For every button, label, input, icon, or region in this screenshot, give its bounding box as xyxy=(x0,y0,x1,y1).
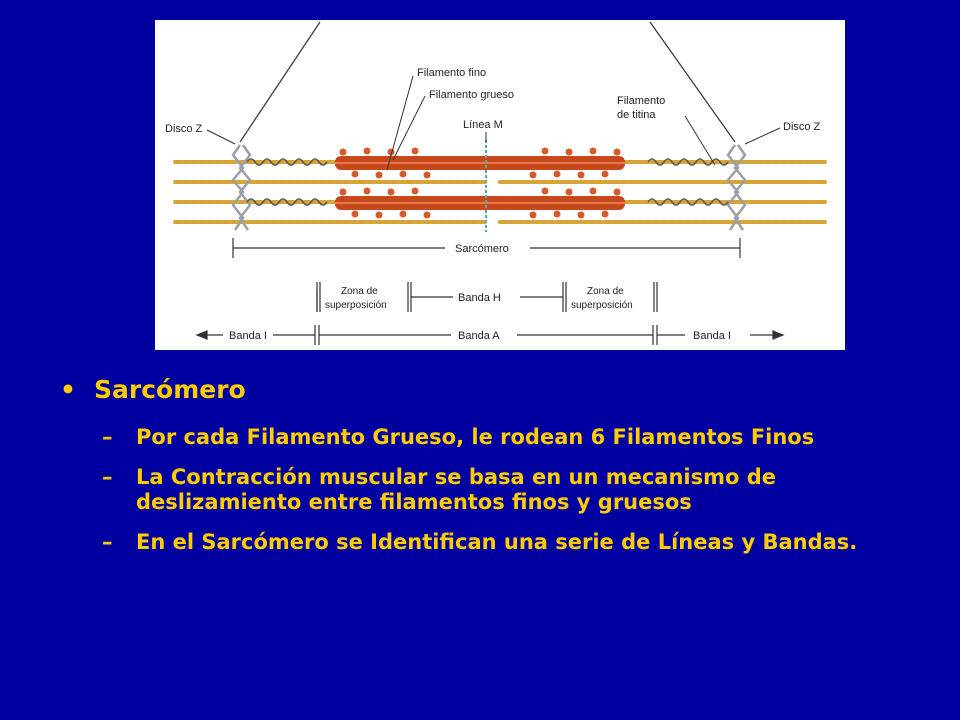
label-zona-izq-2: superposición xyxy=(325,300,387,311)
label-banda-i-left: Banda I xyxy=(229,330,267,342)
sarcomere-diagram: Disco Z Disco Z Filamento fino Filamento… xyxy=(165,21,827,345)
label-filamento-titina-2: de titina xyxy=(617,109,656,121)
bullet-heading: • Sarcómero xyxy=(60,375,920,405)
label-zona-der-1: Zona de xyxy=(587,286,624,297)
label-banda-i-right: Banda I xyxy=(693,330,731,342)
zoom-line-right xyxy=(649,21,736,143)
titin-coils xyxy=(246,158,729,206)
sub-bullet-2: – La Contracción muscular se basa en un … xyxy=(102,465,920,516)
sub-bullet-text: Por cada Filamento Grueso, le rodean 6 F… xyxy=(136,425,815,449)
thin-filaments xyxy=(173,160,827,224)
sub-bullet-3: – En el Sarcómero se Identifican una ser… xyxy=(102,530,920,556)
label-banda-h: Banda H xyxy=(458,292,501,304)
sub-bullet-text: La Contracción muscular se basa en un me… xyxy=(136,464,777,515)
dash-marker: – xyxy=(102,529,113,554)
band-arrows xyxy=(195,325,785,345)
z-disc-left xyxy=(231,144,252,231)
bullet-dot: • xyxy=(60,375,76,404)
label-filamento-fino: Filamento fino xyxy=(417,67,486,79)
sub-bullet-1: – Por cada Filamento Grueso, le rodean 6… xyxy=(102,425,920,451)
label-sarcomero: Sarcómero xyxy=(455,243,509,255)
label-zona-izq-1: Zona de xyxy=(341,286,378,297)
label-filamento-grueso: Filamento grueso xyxy=(429,89,514,101)
label-disco-z-left: Disco Z xyxy=(165,123,203,135)
bullet-list: • Sarcómero – Por cada Filamento Grueso,… xyxy=(60,375,920,555)
z-disc-right xyxy=(726,144,747,231)
sarcomero-bracket xyxy=(232,238,741,258)
sub-bullet-text: En el Sarcómero se Identifican una serie… xyxy=(136,529,858,554)
zone-brackets xyxy=(316,282,658,312)
leader-lines xyxy=(206,75,781,171)
label-banda-a: Banda A xyxy=(458,330,500,342)
thick-filaments xyxy=(335,147,625,219)
sarcomere-figure: Disco Z Disco Z Filamento fino Filamento… xyxy=(155,20,845,350)
heading-text: Sarcómero xyxy=(94,375,246,404)
dash-marker: – xyxy=(102,425,113,449)
dash-marker: – xyxy=(102,464,113,489)
label-zona-der-2: superposición xyxy=(571,300,633,311)
zoom-line-left xyxy=(239,21,321,143)
label-filamento-titina-1: Filamento xyxy=(617,95,665,107)
label-linea-m: Línea M xyxy=(463,119,503,131)
label-disco-z-right: Disco Z xyxy=(783,121,821,133)
